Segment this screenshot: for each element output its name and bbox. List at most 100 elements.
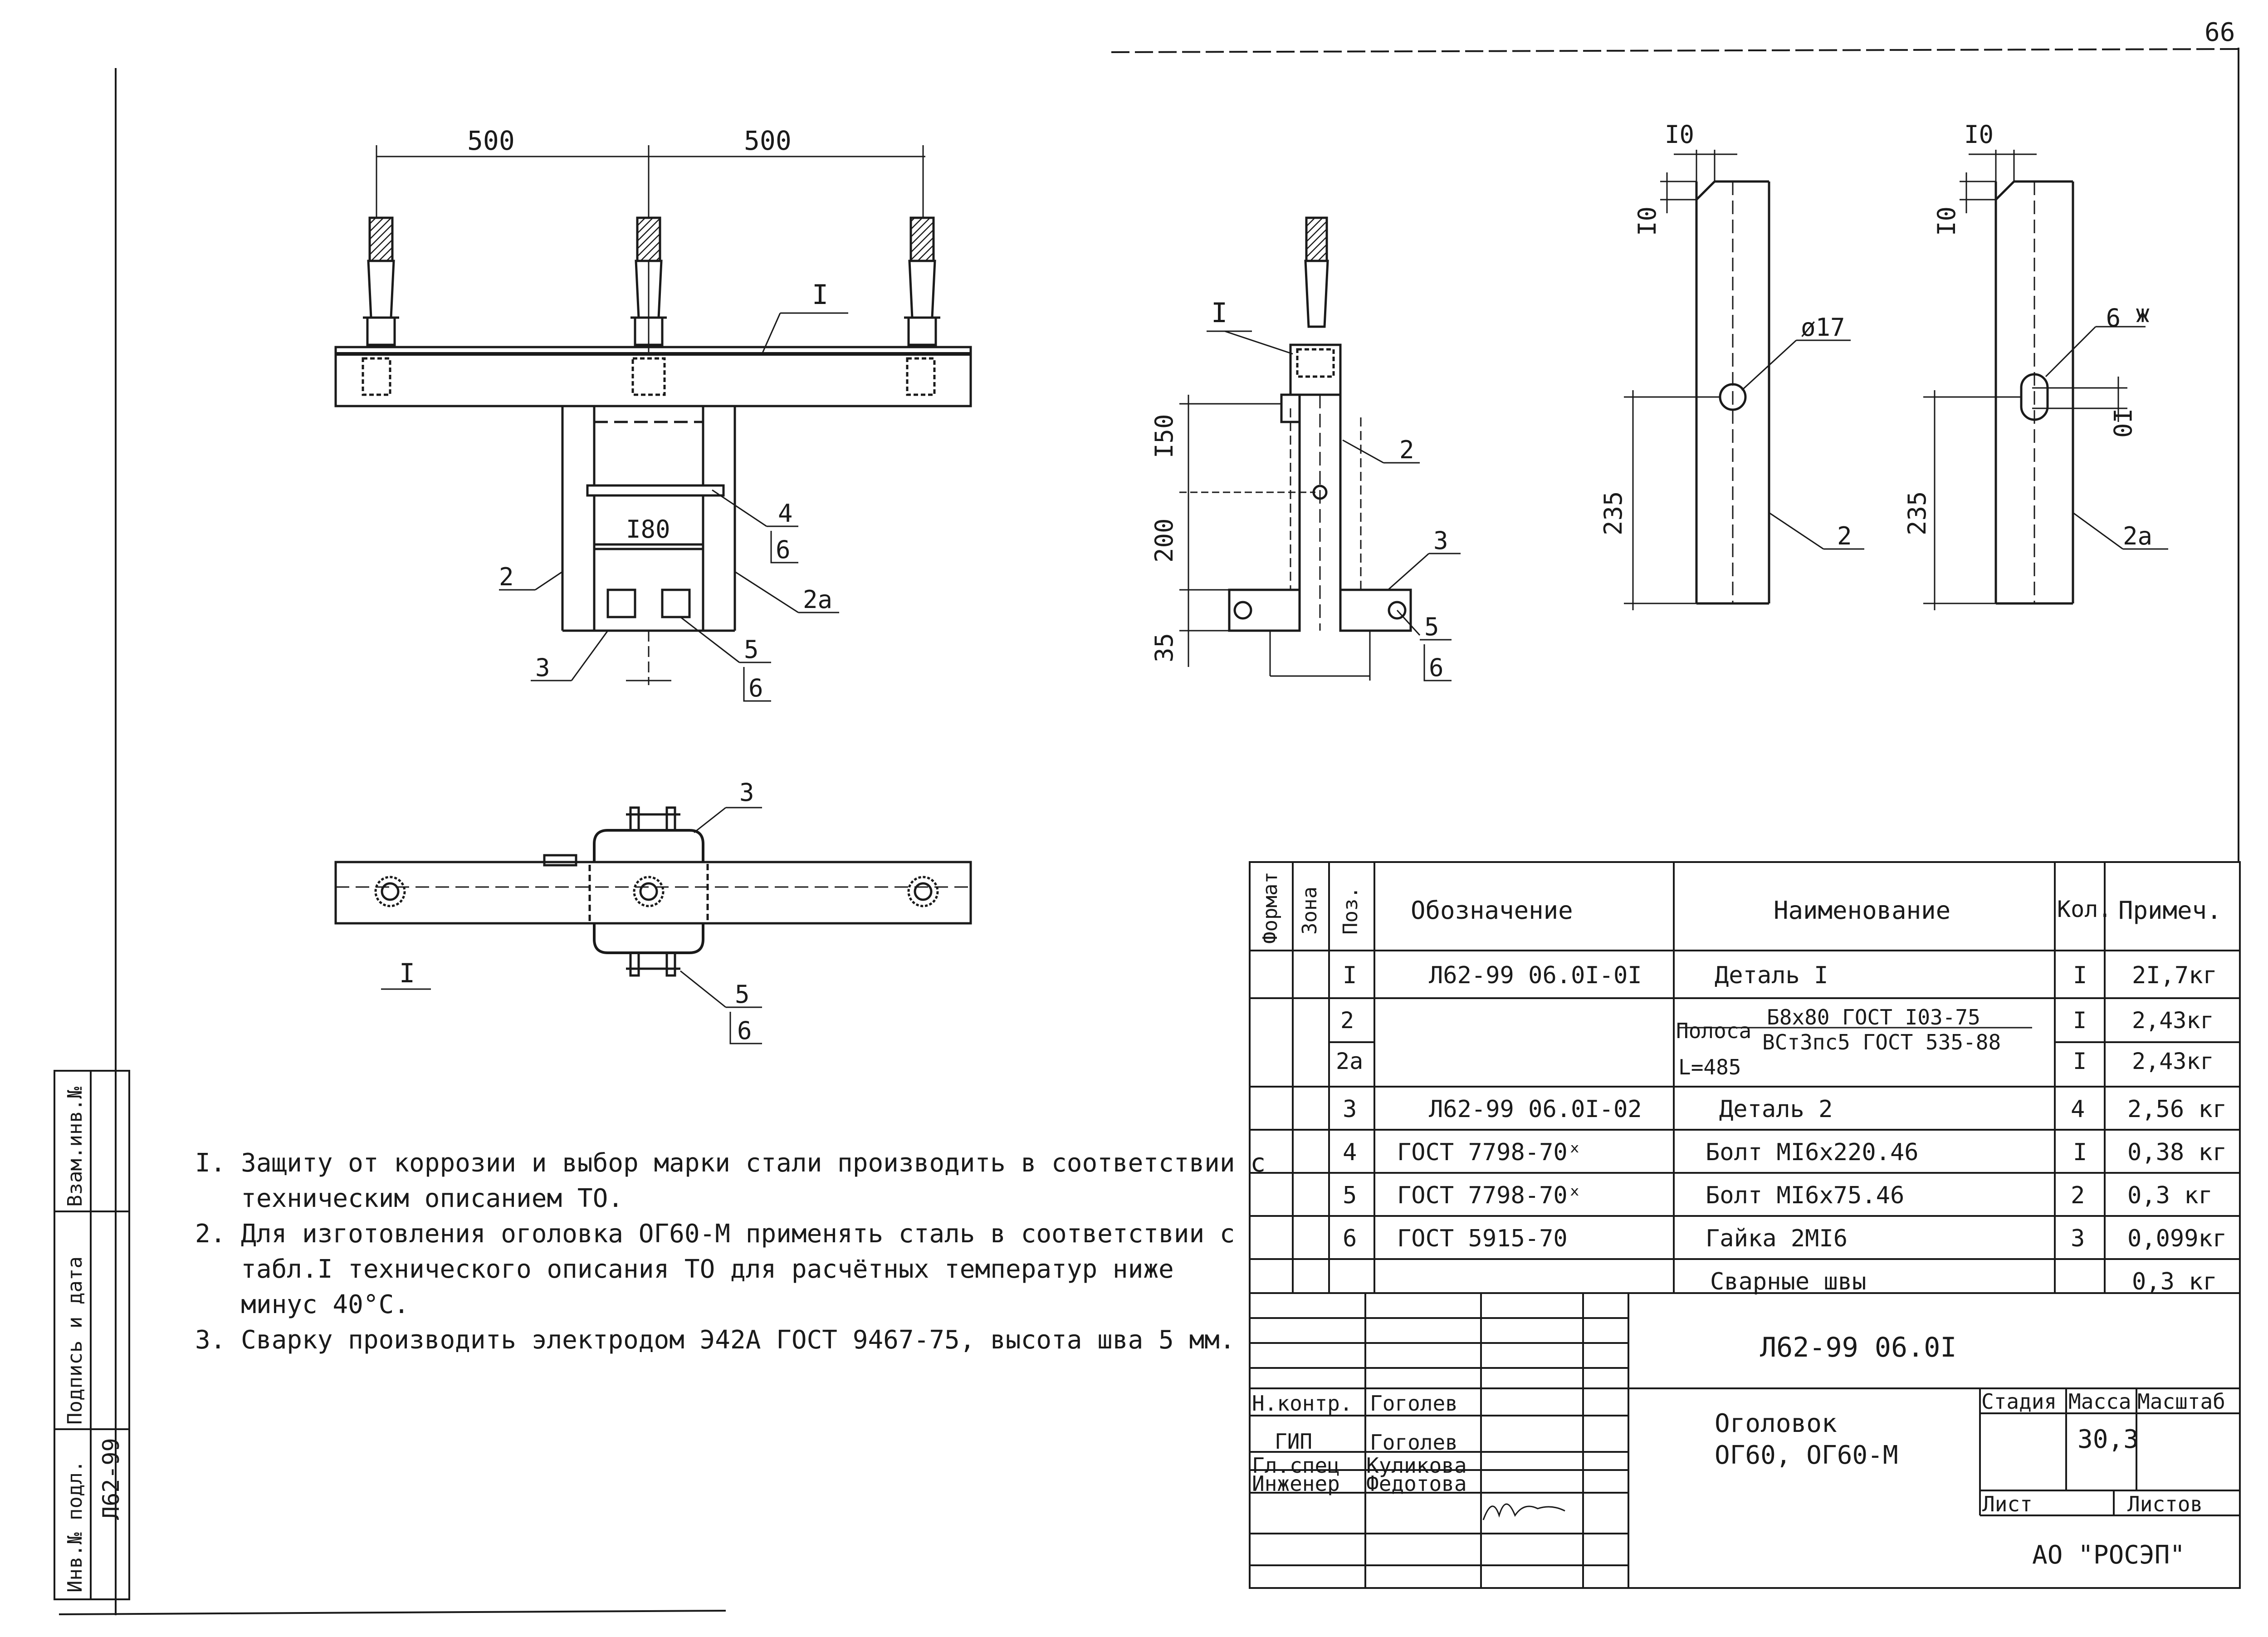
plan-view: 3 5 6 I [334,778,972,1045]
dim-500-left: 500 [467,125,515,156]
note-2-line-3: минус 40°С. [195,1290,410,1319]
product-name-line1: Оголовок [1715,1409,1837,1438]
dim-180: I80 [626,515,670,544]
spec-header-naimenovanie: Наименование [1774,896,1951,925]
spec-row-6-naim: Гайка 2МI6 [1706,1225,1848,1252]
spec-row-welds-prim: 0,3 кг [2132,1268,2217,1295]
spec-row-3-naim: Деталь 2 [1719,1096,1833,1123]
strip-2a-slot-width: ж 9 [2106,303,2150,331]
doc-code: Л62-99 06.0I [1760,1332,1957,1363]
spec-row-5-obozn: ГОСТ 7798-70ˣ [1397,1182,1582,1209]
sig-role-2: ГИП [1275,1429,1313,1454]
spec-table-grid [1249,861,2241,1294]
plan-view-label: I [399,958,415,989]
label-masshtab: Масштаб [2137,1389,2225,1414]
spec-row-4-poz: 4 [1343,1139,1357,1166]
plan-callout-5: 5 [735,980,750,1009]
strip-length: L=485 [1678,1055,1741,1079]
side-stamp-grid [54,1070,130,1600]
spec-row-4-kol: I [2073,1139,2087,1166]
note-1-line-2: техническим описанием ТО. [195,1184,624,1213]
spec-row-2-poz: 2 [1340,1007,1354,1034]
mass-value: 30,3 [2077,1425,2139,1454]
side-callout-2: 2 [1399,436,1414,464]
spec-row-1-poz: I [1343,962,1357,989]
callout-bolt-5-sheet: 6 [748,674,763,702]
stamp-podpis: Подпись и дата [64,1256,87,1425]
plan-callout-3: 3 [739,778,754,807]
strip-2-label: 2 [1837,522,1852,550]
side-callout-5: 5 [1424,613,1439,641]
spec-header-primech: Примеч. [2118,896,2222,925]
spec-row-5-naim: Болт МI6х75.46 [1706,1182,1905,1209]
spec-row-3-prim: 2,56 кг [2127,1096,2227,1123]
dim-200: 200 [1150,518,1178,563]
strip-top: Б8х80 ГОСТ I03-75 [1767,1005,1980,1029]
insulator-right [904,216,940,346]
spec-row-5-poz: 5 [1343,1182,1357,1209]
front-view: 500 500 [334,125,972,702]
label-massa: Масса [2068,1389,2131,1414]
product-name-line2: ОГ60, ОГ60-М [1715,1441,1898,1470]
spec-row-1-kol: I [2073,962,2087,989]
title-block-grid [1249,1292,2241,1589]
sig-name-1: Гоголев [1370,1391,1458,1416]
callout-bolt-5: 5 [744,635,759,664]
sig-name-3: Куликова [1366,1453,1467,1478]
sheet-frame [59,48,2241,1615]
strip-2a-detail: I0 I0 ж 9 I0 235 2a [1903,120,2168,610]
strip-2a-dim-10-side: I0 [1932,206,1961,236]
spec-row-4-prim: 0,38 кг [2127,1139,2227,1166]
spec-header-poz: Поз. [1339,887,1362,935]
label-list: Лист [1982,1492,2033,1516]
spec-row-4-naim: Болт МI6х220.46 [1706,1139,1919,1166]
callout-bolt-4-sheet: 6 [776,535,791,564]
spec-row-1-naim: Деталь I [1715,962,1828,989]
spec-row-5-prim: 0,3 кг [2127,1182,2213,1209]
strip-2a-dim-235: 235 [1903,491,1931,535]
side-view: I50 200 35 I 2 3 5 6 [1150,216,1461,682]
sig-name-4: Федотова [1366,1471,1467,1496]
strip-2a-label: 2a [2123,522,2152,550]
stamp-inv-podl: Инв.№ подл. [64,1461,87,1593]
spec-header-oboznachenie: Обозначение [1411,896,1573,925]
page-number: 66 [2204,18,2235,47]
spec-row-3-obozn: Л62-99 06.0I-02 [1429,1096,1642,1123]
spec-row-2a-poz: 2a [1336,1048,1364,1074]
spec-row-6-poz: 6 [1343,1225,1357,1252]
side-callout-3: 3 [1433,526,1448,555]
note-3-line-1: 3. Сварку производить электродом Э42А ГО… [195,1325,1235,1355]
dim-500-right: 500 [744,125,792,156]
strip-2-detail: I0 I0 ø17 235 2 [1599,120,1864,610]
strip-2-hole-diameter: ø17 [1801,313,1845,342]
insulator-left [363,216,399,346]
spec-row-1-obozn: Л62-99 06.0I-0I [1429,962,1642,989]
spec-header-kol: Кол. [2057,896,2112,922]
callout-bolt-4: 4 [778,499,793,528]
label-listov: Листов [2127,1492,2203,1516]
side-callout-1: I [1211,297,1227,329]
spec-row-2a-kol: I [2073,1048,2087,1074]
spec-row-6-obozn: ГОСТ 5915-70 [1397,1225,1568,1252]
spec-header-zona: Зона [1298,887,1321,935]
spec-row-welds-naim: Сварные швы [1710,1268,1867,1295]
stamp-inv-value: Л62-99 [98,1438,124,1520]
strip-2-dim-10-top: I0 [1665,120,1694,149]
strip-prefix: Полоса [1676,1019,1752,1043]
note-2-line-2: табл.I технического описания ТО для расч… [195,1255,1174,1284]
organization: АО "РОСЭП" [2032,1540,2185,1570]
sig-role-4: Инженер [1252,1471,1340,1496]
callout-strip-2: 2 [499,563,514,591]
note-2-line-1: 2. Для изготовления оголовка ОГ60-М прим… [195,1219,1235,1249]
spec-row-1-prim: 2I,7кг [2132,962,2217,989]
dim-150: I50 [1150,414,1178,458]
sig-role-1: Н.контр. [1252,1391,1353,1416]
side-callout-5-sheet: 6 [1429,653,1444,682]
callout-strip-2a: 2a [803,585,832,614]
strip-2a-dim-10-top: I0 [1964,120,1994,149]
spec-row-4-obozn: ГОСТ 7798-70ˣ [1397,1139,1582,1166]
strip-2a-dim-10-slot: I0 [2108,408,2136,438]
spec-row-6-prim: 0,099кг [2127,1225,2227,1252]
note-1-line-1: I. Защиту от коррозии и выбор марки стал… [195,1148,1266,1178]
